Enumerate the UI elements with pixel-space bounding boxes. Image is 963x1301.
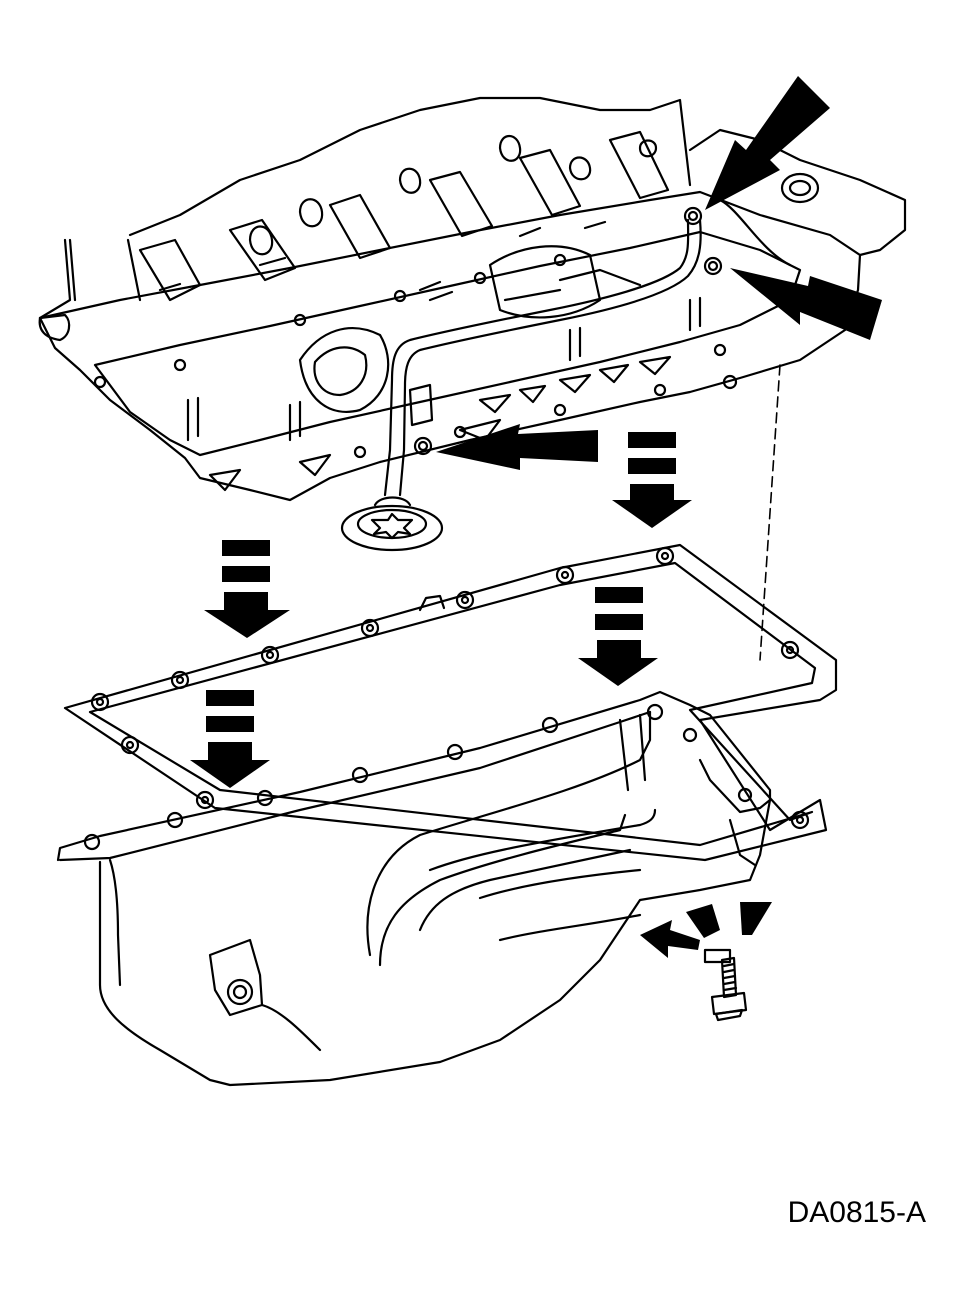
oil-pickup-tube — [340, 206, 723, 552]
callout-arrow-icon — [686, 904, 720, 938]
callout-arrow-icon — [705, 76, 830, 210]
down-arrow-icon — [204, 540, 290, 638]
down-arrow-icon — [578, 587, 658, 686]
callout-arrow-icon — [640, 920, 700, 958]
down-arrow-icon — [190, 690, 270, 788]
callout-arrow-icon — [740, 902, 772, 935]
oil-pan — [56, 690, 772, 1087]
engine-block-underside — [38, 96, 907, 502]
down-arrow-icon — [612, 432, 692, 528]
callout-arrow-icon — [436, 424, 598, 470]
figure-id-label: DA0815-A — [787, 1196, 926, 1229]
callout-arrow-icon — [730, 268, 882, 340]
oil-pan-gasket — [63, 543, 838, 862]
alignment-line — [759, 364, 781, 661]
oil-pan-bolt — [710, 956, 748, 1022]
